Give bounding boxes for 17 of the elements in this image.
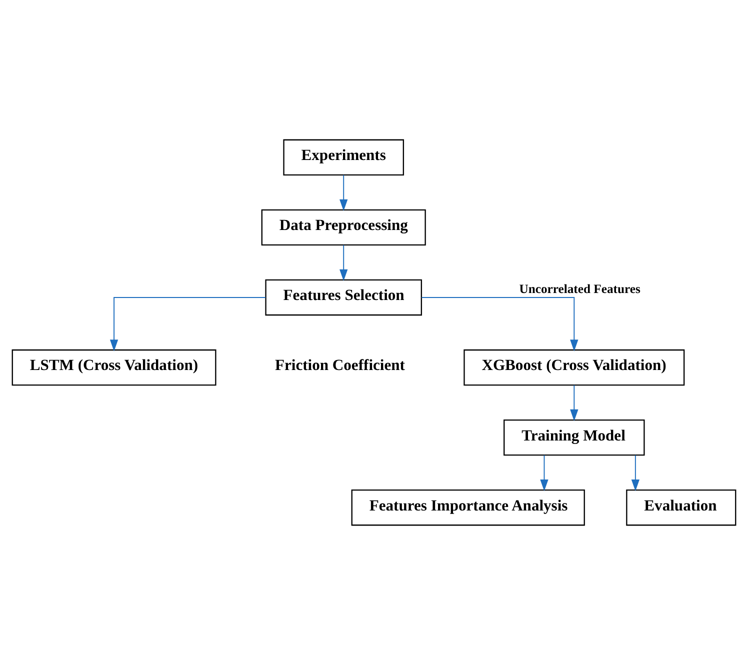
arrow <box>340 244 348 281</box>
node-box: LSTM (Cross Validation) <box>12 348 216 386</box>
arrow <box>540 454 548 491</box>
node-box: Data Preprocessing <box>261 208 426 246</box>
label: Friction Coefficient <box>275 356 405 374</box>
node-box: Features Selection <box>265 278 422 316</box>
arrow <box>631 454 640 491</box>
node-box: XGBoost (Cross Validation) <box>464 348 685 386</box>
arrow <box>421 296 578 351</box>
arrow <box>110 296 266 351</box>
node-box: Training Model <box>504 418 645 456</box>
node-box: Features Importance Analysis <box>351 489 585 526</box>
node-box: Evaluation <box>626 489 736 526</box>
edge-label: Uncorrelated Features <box>519 282 640 296</box>
arrow <box>570 384 578 421</box>
node-box: Experiments <box>283 138 404 175</box>
arrow <box>340 174 348 210</box>
